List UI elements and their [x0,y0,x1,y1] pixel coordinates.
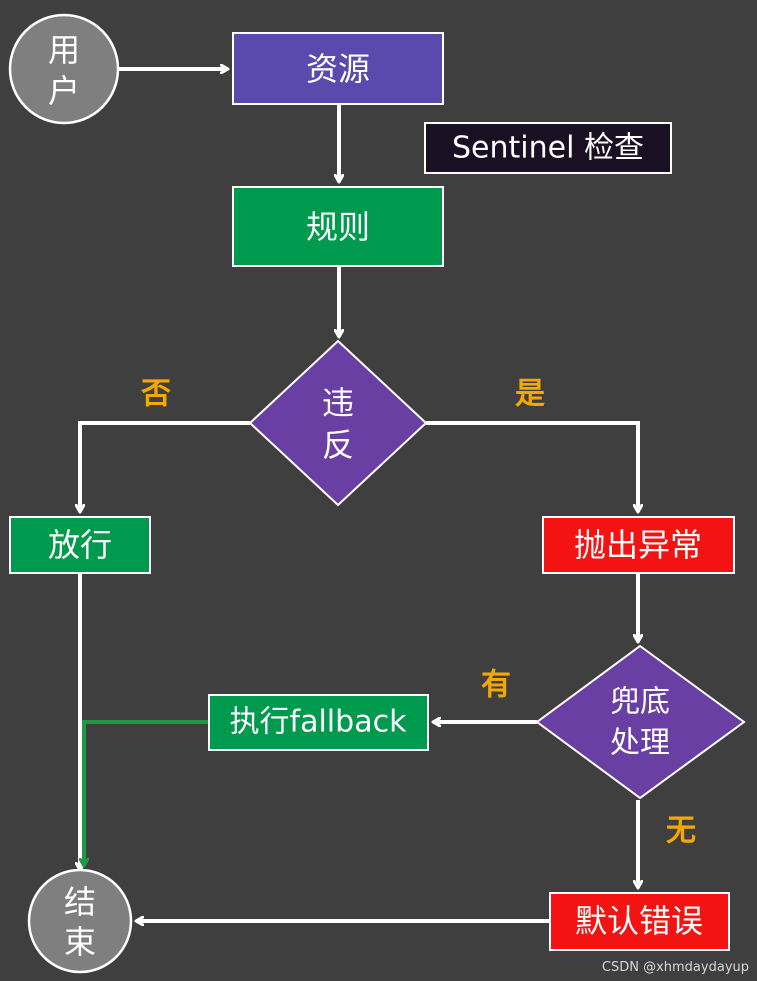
node-violation: 违 反 [248,339,428,507]
node-user-label-line1: 用 [48,31,80,69]
node-end-label-line1: 结 [64,883,96,921]
node-end-label-line2: 束 [64,923,96,961]
node-rule: 规则 [232,186,444,267]
node-end: 结 束 [27,868,133,974]
node-default-error-label: 默认错误 [575,902,703,940]
node-fallback-handling-label-line1: 兜底 [610,685,670,720]
node-fallback-handling: 兜底 处理 [535,644,746,800]
edge-label-no: 否 [141,377,171,412]
edge-execute-fallback-to-end [84,720,209,866]
node-user-label-line2: 户 [48,72,80,110]
node-throw-exception-label: 抛出异常 [574,526,702,564]
node-user: 用 户 [8,13,120,125]
node-rule-label: 规则 [306,208,370,246]
watermark-text: CSDN @xhmdaydayup [602,960,749,975]
node-execute-fallback: 执行fallback [208,694,429,751]
edge-label-yes: 是 [515,377,545,412]
node-default-error: 默认错误 [549,892,730,951]
node-fallback-handling-label-line2: 处理 [610,726,670,761]
edges [80,69,638,921]
edge-label-none: 无 [666,814,696,849]
edge-label-has: 有 [481,668,511,703]
edge-violation-yes-to-exception [426,421,638,512]
node-execute-fallback-label: 执行fallback [230,705,408,740]
node-violation-label-line1: 违 [322,384,354,422]
node-throw-exception: 抛出异常 [542,516,735,574]
node-resource-label: 资源 [306,50,370,88]
node-violation-label-line2: 反 [322,426,354,464]
node-resource: 资源 [232,32,444,105]
node-sentinel-check-label: Sentinel 检查 [452,131,644,166]
node-sentinel-check: Sentinel 检查 [424,122,672,174]
node-allow-label: 放行 [48,526,112,564]
node-allow: 放行 [9,516,151,574]
edge-violation-no-to-allow [80,421,250,512]
